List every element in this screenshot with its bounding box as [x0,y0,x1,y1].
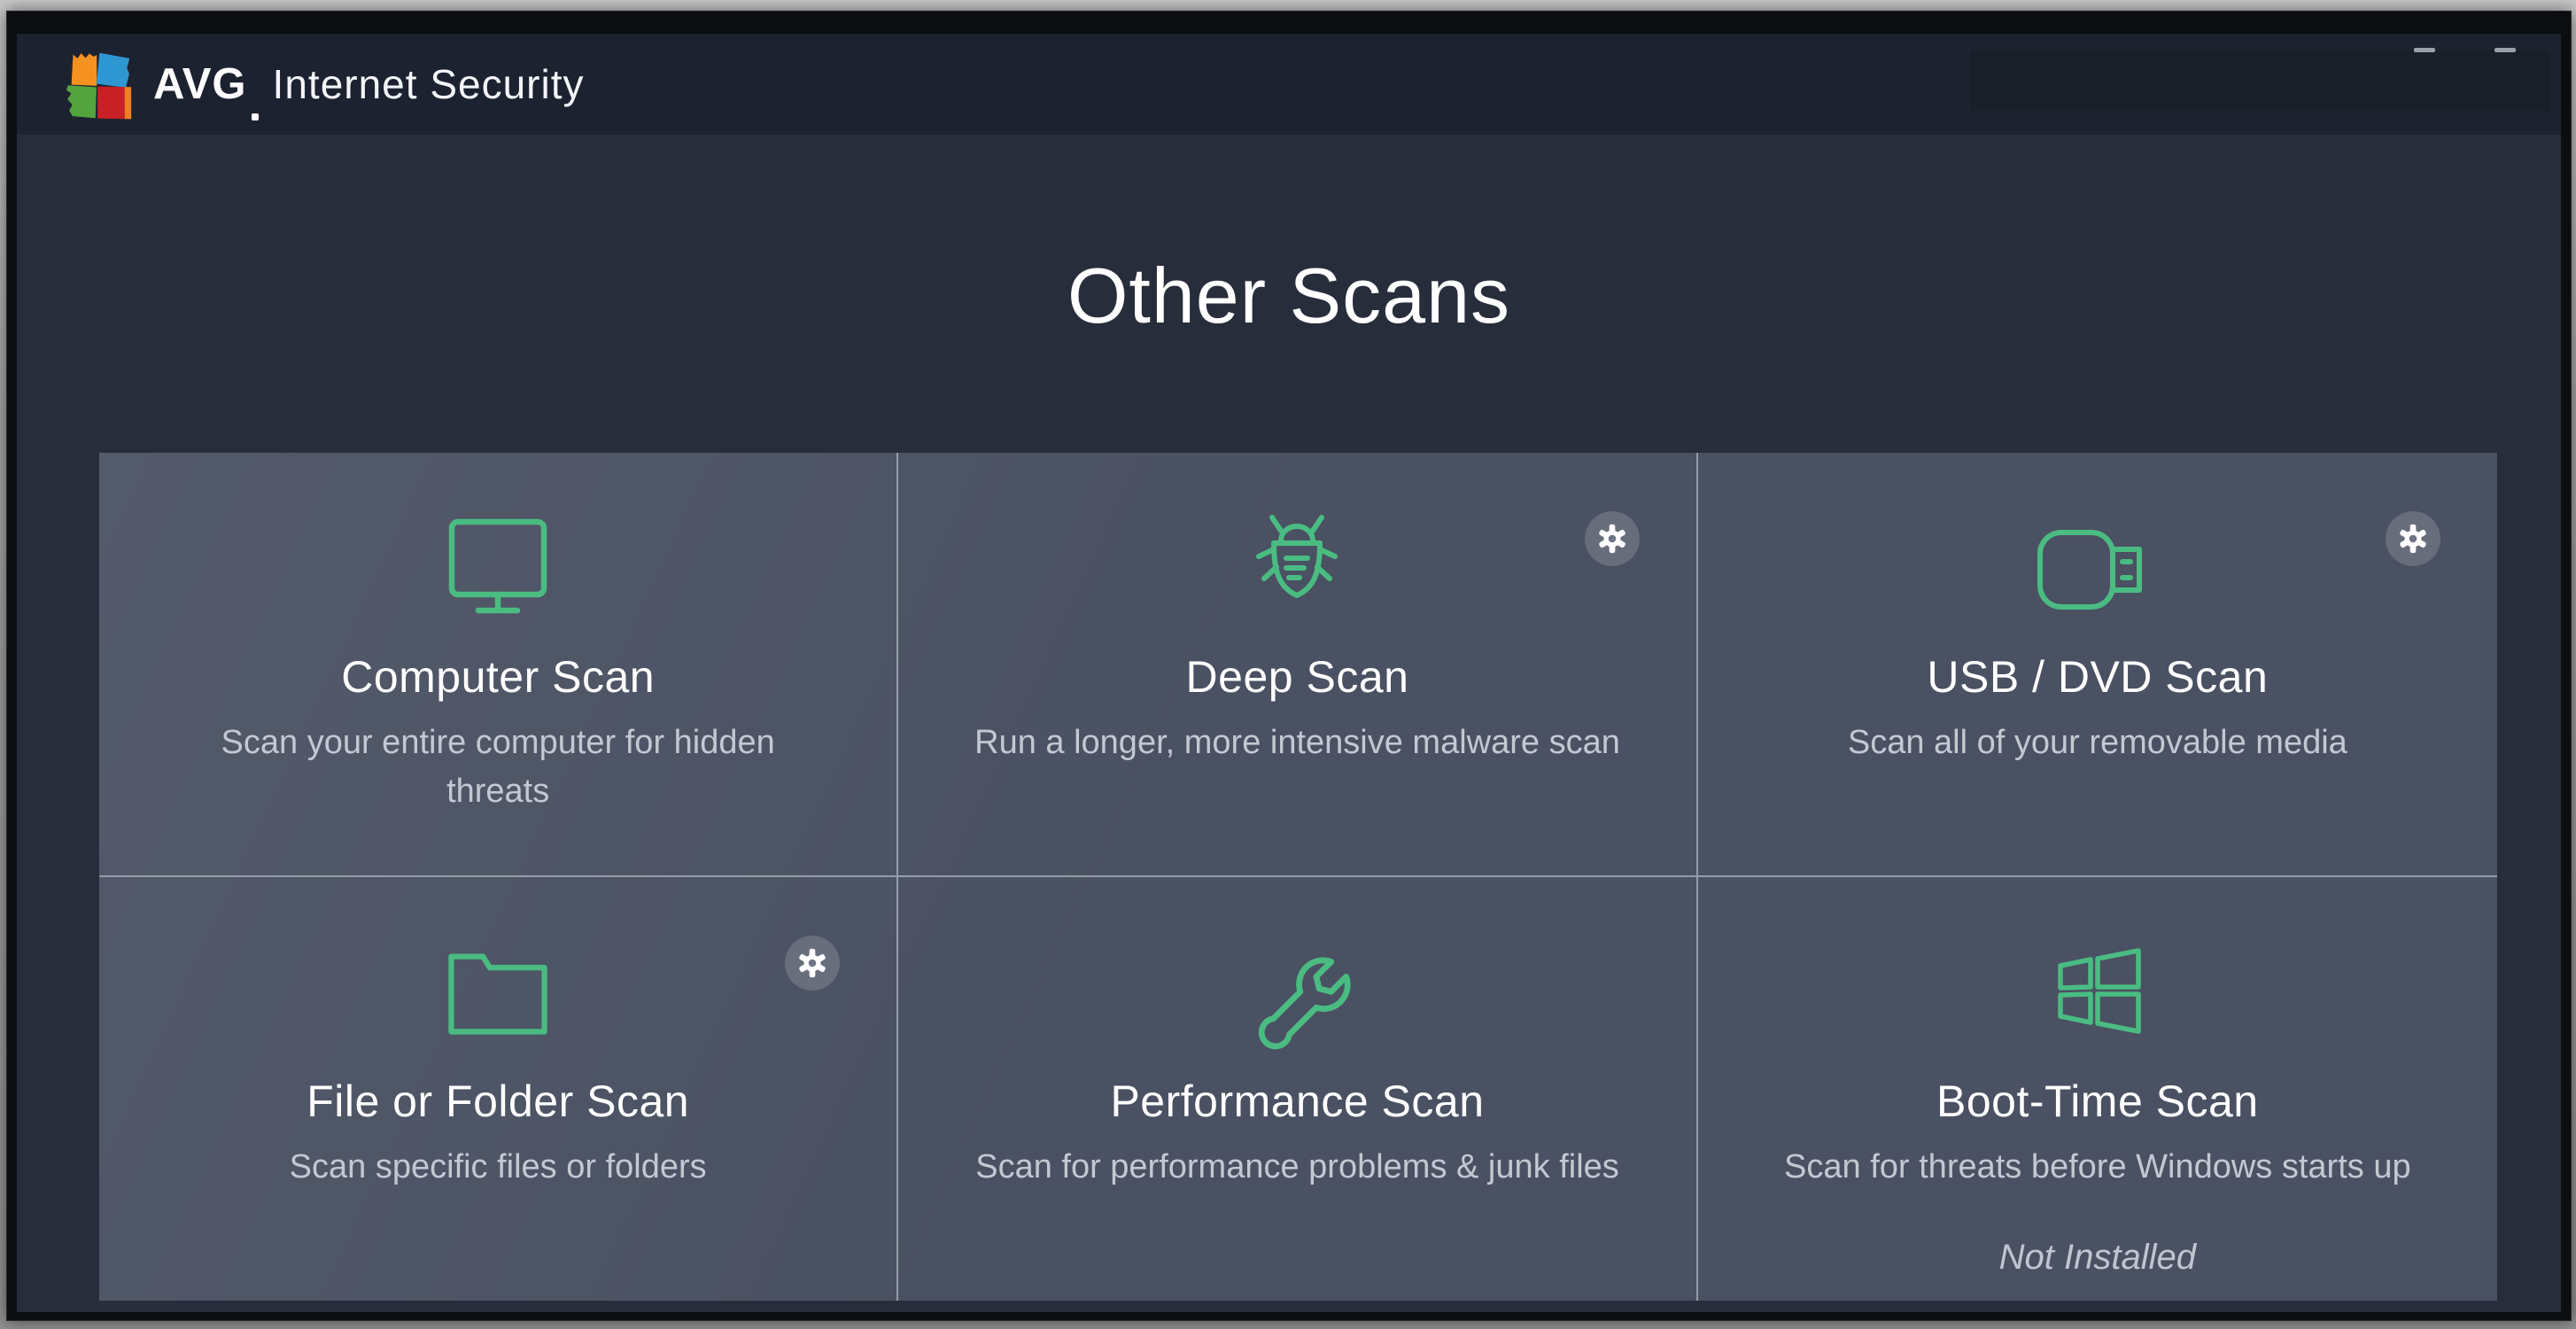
product-name: Internet Security [272,61,585,107]
gear-icon [1598,524,1626,554]
tile-file-folder-scan[interactable]: File or Folder Scan Scan specific files … [99,876,899,1301]
tile-performance-scan[interactable]: Performance Scan Scan for performance pr… [898,876,1698,1301]
deep-scan-settings-button[interactable] [1584,511,1640,566]
tile-description: Run a longer, more intensive malware sca… [974,724,1620,761]
tile-title: Deep Scan [1185,652,1409,702]
page-title: Other Scans [1067,252,1511,339]
gear-icon [2400,524,2426,554]
usb-dvd-scan-settings-button[interactable] [2385,511,2440,566]
scan-tiles-grid: Computer Scan Scan your entire computer … [99,453,2497,1301]
tile-title: Performance Scan [1110,1076,1485,1126]
tile-description: Scan all of your removable media [1847,724,2347,761]
tile-deep-scan[interactable]: Deep Scan Run a longer, more intensive m… [898,453,1698,877]
bug-icon [1235,508,1359,632]
trademark-dot [251,113,259,120]
wrench-icon [1238,932,1357,1056]
tile-boot-time-scan[interactable]: Boot-Time Scan Scan for threats before W… [1698,877,2497,1302]
file-folder-scan-settings-button[interactable] [785,935,841,991]
usb-drive-icon [2031,508,2164,632]
gear-icon [799,948,826,977]
app-window: AVG Internet Security Other Scans [6,11,2572,1321]
app-window-inner: AVG Internet Security Other Scans [17,34,2561,1312]
tile-description: Scan specific files or folders [289,1147,707,1185]
titlebar-overlay [1970,48,2550,111]
tile-description: Scan for threats before Windows starts u… [1784,1147,2411,1185]
tile-usb-dvd-scan[interactable]: USB / DVD Scan Scan all of your removabl… [1697,453,2497,877]
folder-icon [438,932,558,1056]
windows-icon [2036,932,2160,1056]
main-content: Other Scans Computer Scan Scan your enti… [17,135,2561,1312]
tile-title: Computer Scan [341,652,656,702]
tile-title: File or Folder Scan [306,1076,690,1126]
tile-computer-scan[interactable]: Computer Scan Scan your entire computer … [99,453,899,877]
titlebar: AVG Internet Security [17,34,2561,135]
tile-status-not-installed: Not Installed [1998,1238,2196,1277]
monitor-icon [436,508,560,632]
tile-title: USB / DVD Scan [1927,652,2269,702]
tile-description: Scan for performance problems & junk fil… [975,1147,1619,1185]
avg-logo-icon [66,52,132,120]
window-control-dash [2495,48,2516,52]
window-control-dash [2414,48,2435,52]
tile-description: Scan your entire computer for hidden thr… [221,724,775,811]
tile-title: Boot-Time Scan [1936,1076,2259,1126]
brand-name: AVG [153,60,247,108]
